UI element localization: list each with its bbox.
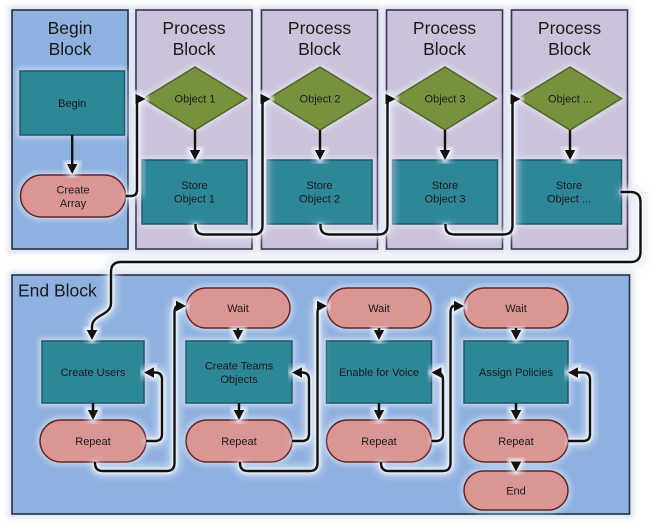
svg-text:Array: Array bbox=[60, 198, 87, 210]
svg-text:Begin: Begin bbox=[48, 18, 93, 38]
svg-text:Block: Block bbox=[548, 39, 591, 59]
svg-text:Wait: Wait bbox=[505, 303, 527, 315]
svg-text:Wait: Wait bbox=[227, 303, 249, 315]
svg-text:Object 1: Object 1 bbox=[175, 94, 216, 106]
svg-text:Enable for Voice: Enable for Voice bbox=[339, 367, 419, 379]
svg-text:Create: Create bbox=[56, 185, 89, 197]
svg-text:Object 1: Object 1 bbox=[174, 194, 215, 206]
svg-text:Object 2: Object 2 bbox=[299, 194, 340, 206]
svg-text:Store: Store bbox=[306, 180, 332, 192]
svg-text:Block: Block bbox=[49, 39, 92, 59]
svg-text:Object 3: Object 3 bbox=[425, 194, 466, 206]
svg-text:Store: Store bbox=[432, 180, 458, 192]
svg-text:Store: Store bbox=[556, 180, 582, 192]
svg-text:Assign Policies: Assign Policies bbox=[479, 367, 553, 379]
svg-text:Begin: Begin bbox=[58, 98, 86, 110]
svg-text:Block: Block bbox=[298, 39, 341, 59]
svg-text:Block: Block bbox=[423, 39, 466, 59]
svg-text:Create Teams: Create Teams bbox=[205, 361, 274, 373]
svg-text:Block: Block bbox=[173, 39, 216, 59]
svg-text:Repeat: Repeat bbox=[361, 436, 396, 448]
svg-text:Process: Process bbox=[413, 18, 476, 38]
svg-text:Create Users: Create Users bbox=[61, 367, 126, 379]
svg-text:End Block: End Block bbox=[18, 281, 97, 301]
svg-text:Object ...: Object ... bbox=[548, 94, 592, 106]
svg-text:Repeat: Repeat bbox=[498, 436, 533, 448]
svg-text:Object ...: Object ... bbox=[547, 194, 591, 206]
svg-text:Process: Process bbox=[538, 18, 601, 38]
svg-text:End: End bbox=[506, 486, 526, 498]
svg-text:Repeat: Repeat bbox=[221, 436, 256, 448]
svg-text:Object 2: Object 2 bbox=[300, 94, 341, 106]
svg-text:Process: Process bbox=[288, 18, 351, 38]
svg-text:Repeat: Repeat bbox=[75, 436, 110, 448]
svg-text:Process: Process bbox=[162, 18, 225, 38]
svg-text:Store: Store bbox=[181, 180, 207, 192]
svg-text:Objects: Objects bbox=[220, 374, 258, 386]
svg-text:Wait: Wait bbox=[368, 303, 390, 315]
svg-text:Object 3: Object 3 bbox=[425, 94, 466, 106]
